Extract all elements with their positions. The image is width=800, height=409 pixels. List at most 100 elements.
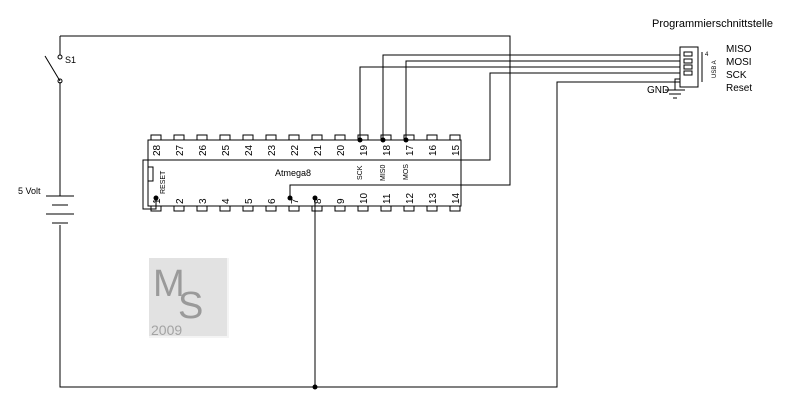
pin-number: 7 <box>290 198 301 204</box>
chip-pin-top: 28 <box>150 134 163 156</box>
pin-number: 3 <box>198 198 209 204</box>
chip-pin-top: 15 <box>449 134 462 156</box>
pin-lead <box>288 134 300 141</box>
pin-lead <box>380 134 392 141</box>
miso-pin-label: MIS0 <box>380 165 387 181</box>
junction-dots <box>153 137 409 390</box>
chip-pin-bottom: 9 <box>334 198 347 212</box>
pin-lead <box>150 134 162 141</box>
chip-pin-top: 18 <box>380 134 393 156</box>
pin-lead <box>426 134 438 141</box>
switch-s1: S1 <box>44 54 76 84</box>
pin-number: 5 <box>244 198 255 204</box>
chip-pin-top: 26 <box>196 134 209 156</box>
pin-lead <box>357 205 369 212</box>
chip-pin-top: 27 <box>173 134 186 156</box>
signal-mosi: MOSI <box>726 57 752 68</box>
pin-lead <box>265 134 277 141</box>
chip-pin-top: 22 <box>288 134 301 156</box>
pin-number: 13 <box>428 192 439 204</box>
pin-number: 12 <box>405 192 416 204</box>
spi-wires <box>142 54 680 210</box>
chip-pin-bottom: 2 <box>173 198 186 212</box>
pin-number: 21 <box>313 144 324 156</box>
chip-pin-top: 21 <box>311 134 324 156</box>
pin-number: 26 <box>198 144 209 156</box>
sck-pin-label: SCK <box>357 165 364 180</box>
chip-pin-bottom: 3 <box>196 198 209 212</box>
chip-pin-bottom: 14 <box>449 192 462 212</box>
switch-label: S1 <box>65 55 76 65</box>
logo-letter-m: M <box>153 263 185 305</box>
reset-pin-label: RESET <box>160 170 167 194</box>
logo-year: 2009 <box>151 322 182 338</box>
chip-pin-bottom: 8 <box>311 198 324 212</box>
pin-number: 25 <box>221 144 232 156</box>
ground-label: GND <box>647 85 669 96</box>
chip-pin-top: 17 <box>403 134 416 156</box>
chip-pin-bottom: 6 <box>265 198 278 212</box>
pin-lead <box>196 134 208 141</box>
junction-dot <box>312 195 318 201</box>
chip-pin-top: 16 <box>426 134 439 156</box>
chip-pin-bottom: 13 <box>426 192 439 212</box>
pin-lead <box>288 205 300 212</box>
pin-number: 8 <box>313 198 324 204</box>
ms-logo: M S 2009 <box>149 258 229 338</box>
chip-name: Atmega8 <box>275 168 311 178</box>
chip-pin-top: 19 <box>357 134 370 156</box>
pin-number: 6 <box>267 198 278 204</box>
pin-number: 14 <box>451 192 462 204</box>
pin-number: 20 <box>336 144 347 156</box>
pin-number: 2 <box>175 198 186 204</box>
pin-lead <box>403 134 415 141</box>
pin-number: 10 <box>359 192 370 204</box>
pin-number: 1 <box>152 198 163 204</box>
junction-dot <box>357 137 363 143</box>
usb-connector: 4 USB A MISO MOSI SCK Reset GND <box>647 44 752 99</box>
chip-pin-bottom: 5 <box>242 198 255 212</box>
battery-label: 5 Volt <box>18 186 41 196</box>
chip-pin-top: 23 <box>265 134 278 156</box>
junction-dot <box>153 195 159 201</box>
pin-lead <box>219 134 231 141</box>
pin-number: 24 <box>244 144 255 156</box>
pin-number: 9 <box>336 198 347 204</box>
pin-lead <box>357 134 369 141</box>
pin-number: 22 <box>290 144 301 156</box>
pin-lead <box>265 205 277 212</box>
power-wires <box>59 35 680 388</box>
logo-letter-s: S <box>178 285 203 327</box>
connector-type-label: USB A <box>712 60 718 78</box>
pin-lead <box>449 205 461 212</box>
junction-dot <box>380 137 386 143</box>
pin-lead <box>311 205 323 212</box>
pin-number: 16 <box>428 144 439 156</box>
chip-pin-bottom: 1 <box>150 198 163 212</box>
pin-number: 27 <box>175 144 186 156</box>
pin-lead <box>242 205 254 212</box>
pin-lead <box>403 205 415 212</box>
programming-interface-title: Programmierschnittstelle <box>652 18 773 30</box>
chip-pin-bottom: 4 <box>219 198 232 212</box>
pin-lead <box>426 205 438 212</box>
pin-number: 15 <box>451 144 462 156</box>
chip-top-pins: 28 27 26 25 24 23 22 21 20 19 18 17 16 15 <box>150 134 462 156</box>
pin-lead <box>380 205 392 212</box>
chip-pin-bottom: 12 <box>403 192 416 212</box>
pin-lead <box>334 134 346 141</box>
pin-lead <box>311 134 323 141</box>
pin-lead <box>196 205 208 212</box>
mosi-pin-label: MOS <box>403 164 410 180</box>
chip-pin-top: 25 <box>219 134 232 156</box>
signal-sck: SCK <box>726 70 747 81</box>
pin-lead <box>449 134 461 141</box>
pin-number: 18 <box>382 144 393 156</box>
pin-number: 28 <box>152 144 163 156</box>
chip-pin-bottom: 7 <box>288 198 301 212</box>
pin-lead <box>150 205 162 212</box>
pin-lead <box>242 134 254 141</box>
